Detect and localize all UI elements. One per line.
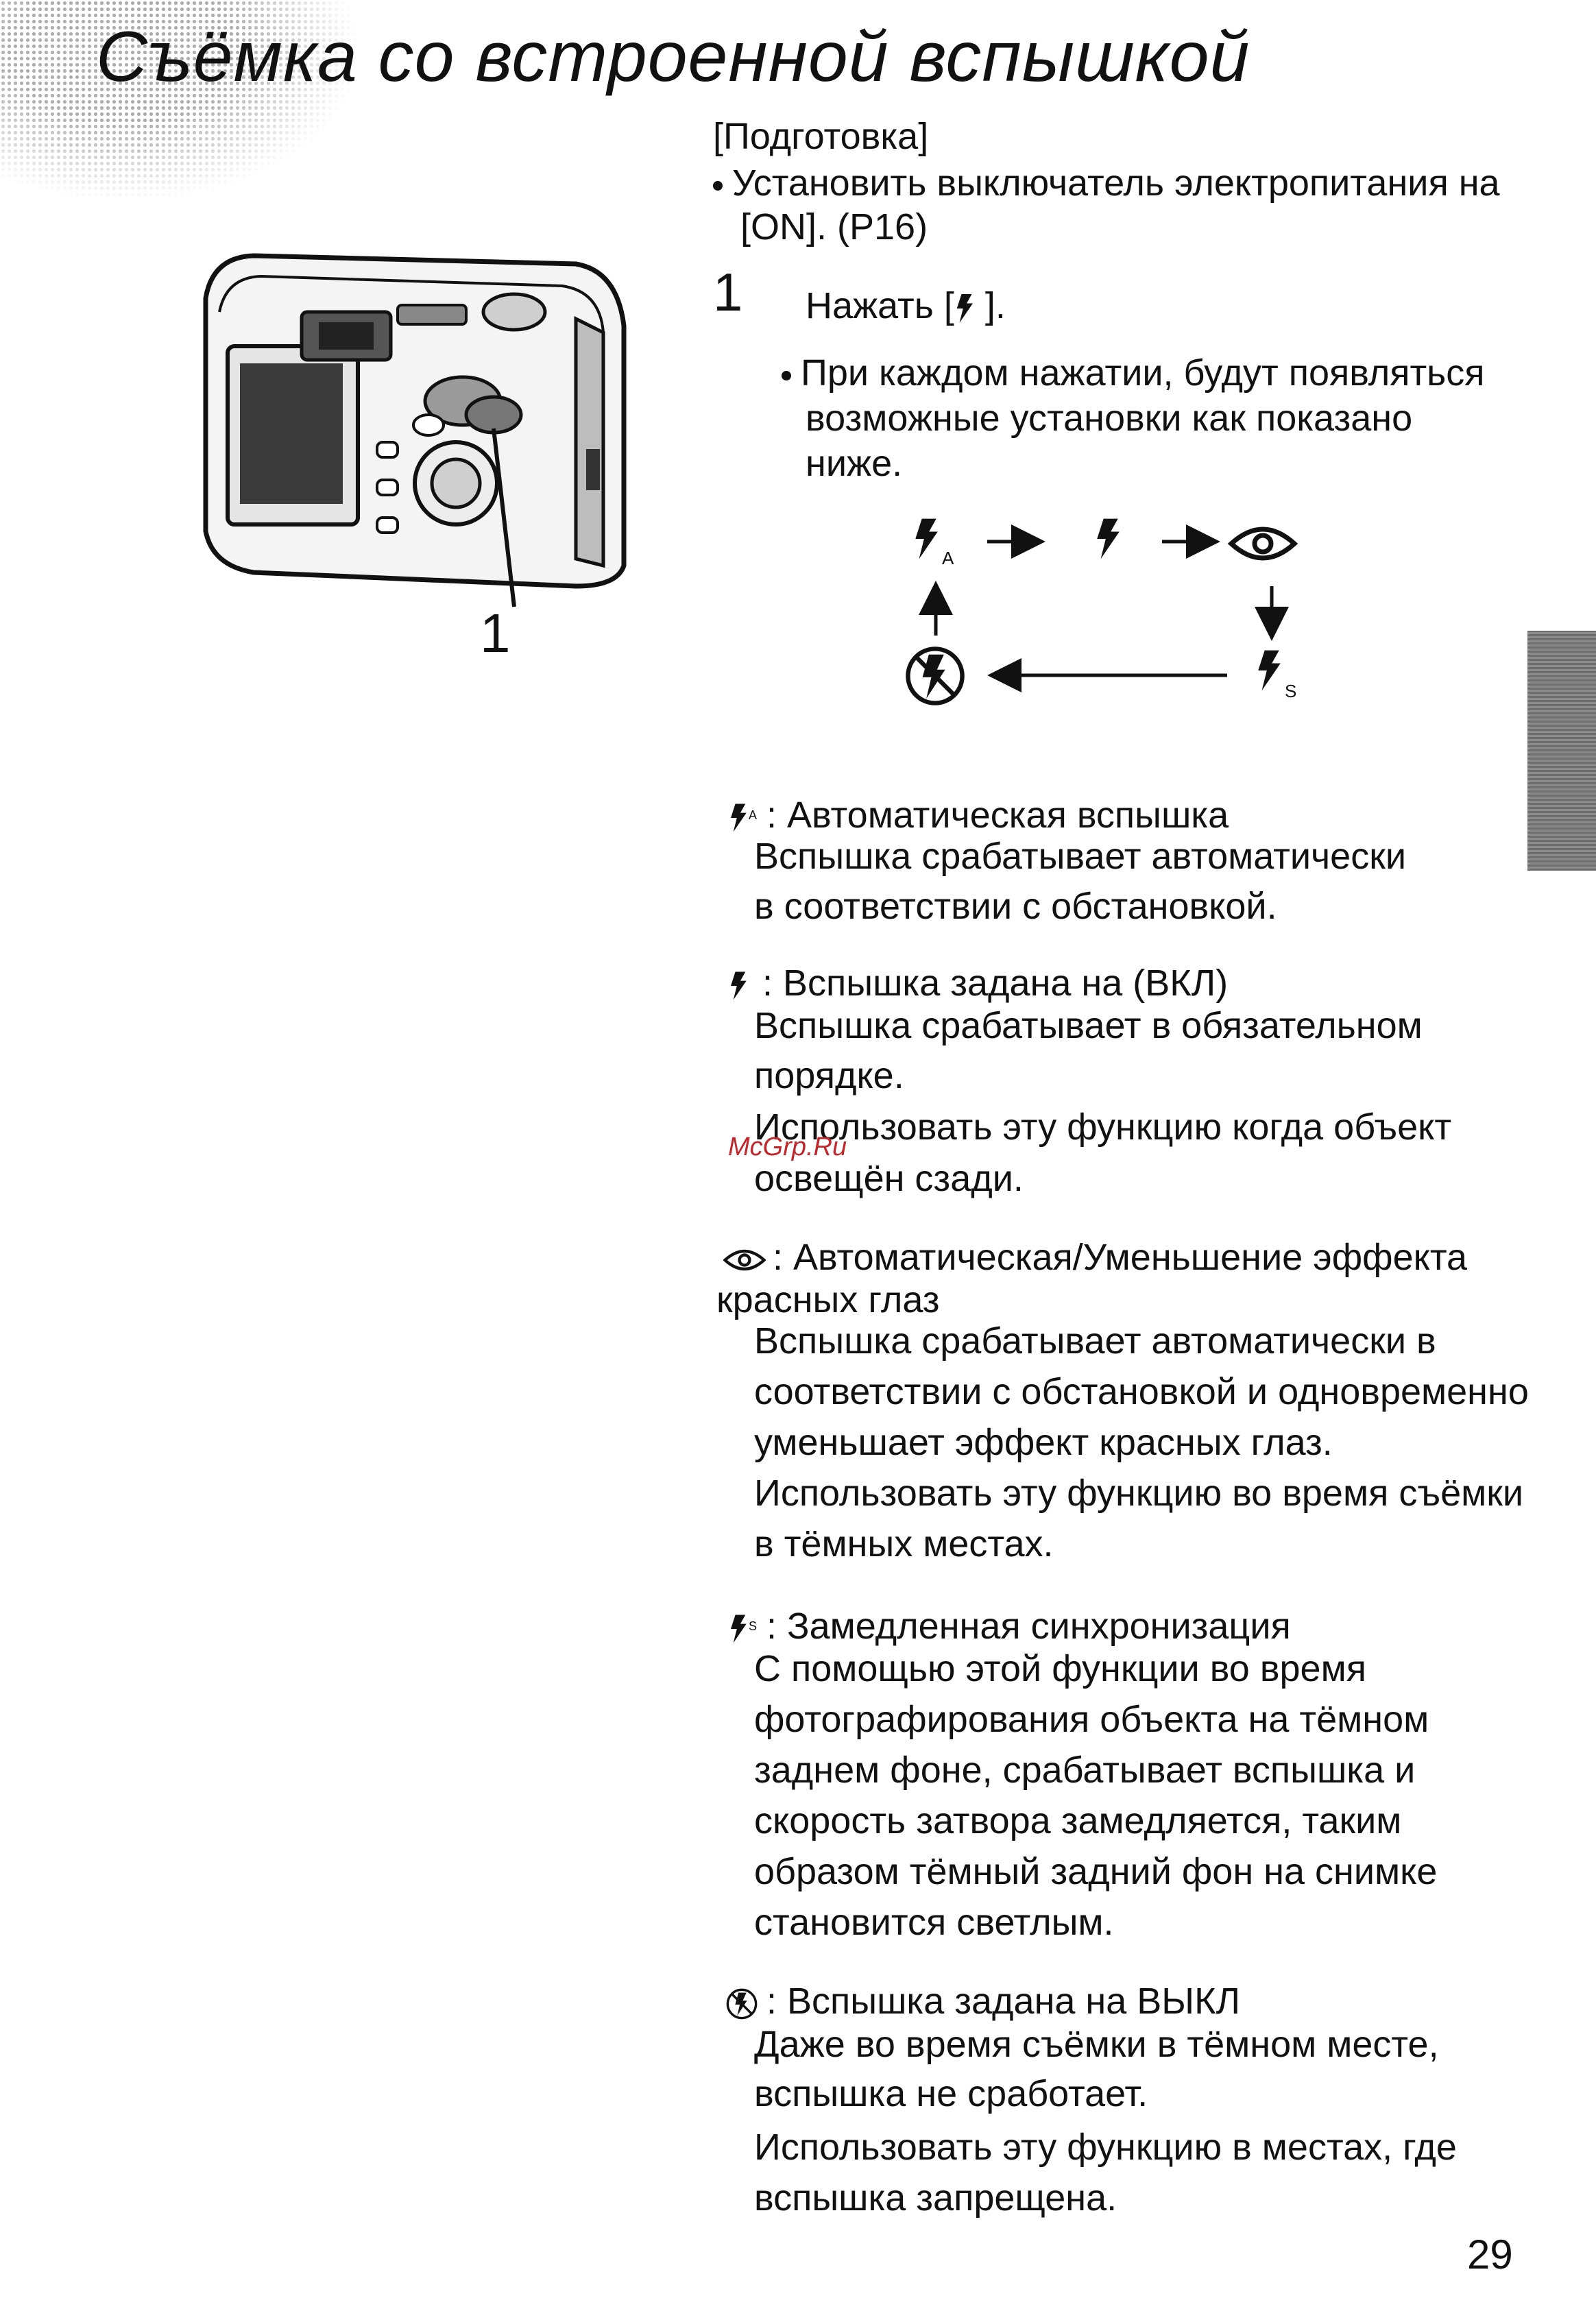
mode-redeye-line-4: Использовать эту функцию во время съёмки bbox=[754, 1473, 1524, 1514]
page-number: 29 bbox=[1467, 2232, 1513, 2277]
step-note: При каждом нажатии, будут появляться bbox=[782, 350, 1485, 396]
mode-slowsync-line-1: С помощью этой функции во время bbox=[754, 1648, 1366, 1689]
mode-on-line-4: освещён сзади. bbox=[754, 1158, 1024, 1199]
mode-slowsync-line-6: становится светлым. bbox=[754, 1902, 1114, 1943]
preparation-bullet-line2: [ON]. (P16) bbox=[740, 206, 928, 247]
mode-on-title-text: : Вспышка задана на (ВКЛ) bbox=[762, 963, 1229, 1004]
slow-sync-subscript: S bbox=[749, 1619, 758, 1633]
flash-off-icon bbox=[725, 1987, 758, 2020]
mode-on-line-3: Использовать эту функцию когда объект bbox=[754, 1107, 1452, 1148]
mode-off-line-2: вспышка не сработает. bbox=[754, 2073, 1148, 2114]
step-instruction-after: ]. bbox=[974, 285, 1006, 326]
page-title: Съёмка со встроенной вспышкой bbox=[96, 17, 1250, 97]
camera-callout-label: 1 bbox=[480, 603, 511, 664]
mode-redeye-line-2: соответствии с обстановкой и одновременн… bbox=[754, 1371, 1529, 1412]
flash-auto-subscript: A bbox=[749, 808, 758, 822]
mode-slowsync-line-5: образом тёмный задний фон на снимке bbox=[754, 1851, 1438, 1892]
bullet-icon bbox=[782, 370, 791, 380]
mode-on-title: : Вспышка задана на (ВКЛ) bbox=[728, 960, 1228, 1006]
slow-sync-icon bbox=[1258, 650, 1281, 691]
mode-redeye-line-1: Вспышка срабатывает автоматически в bbox=[754, 1320, 1436, 1362]
preparation-bullet-line1: Установить выключатель электропитания на bbox=[732, 162, 1500, 204]
step-note-line-1: При каждом нажатии, будут появляться bbox=[801, 352, 1485, 394]
mode-redeye-title: : Автоматическая/Уменьшение эффекта bbox=[723, 1234, 1467, 1281]
preparation-bullet: Установить выключатель электропитания на bbox=[713, 160, 1500, 206]
camera-illustration bbox=[203, 253, 627, 607]
title-halftone-decoration bbox=[0, 0, 356, 199]
step-note-line-2: возможные установки как показано bbox=[806, 398, 1413, 439]
red-eye-icon bbox=[1231, 529, 1294, 558]
step-note-line-3: ниже. bbox=[806, 443, 903, 484]
step-instruction: Нажать [ ]. bbox=[806, 282, 1006, 329]
step-number: 1 bbox=[713, 262, 743, 322]
flash-auto-icon bbox=[915, 518, 938, 559]
red-eye-icon bbox=[723, 1247, 766, 1273]
mode-off-title-text: : Вспышка задана на ВЫКЛ bbox=[766, 1981, 1241, 2022]
slow-sync-icon bbox=[728, 1614, 749, 1644]
mode-redeye-line-5: в тёмных местах. bbox=[754, 1523, 1054, 1564]
mode-auto-title: A : Автоматическая вспышка bbox=[728, 792, 1229, 838]
mode-off-title: : Вспышка задана на ВЫКЛ bbox=[725, 1978, 1240, 2024]
watermark: McGrp.Ru bbox=[728, 1133, 847, 1161]
flash-on-icon bbox=[954, 293, 975, 324]
mode-off-line-1: Даже во время съёмки в тёмном месте, bbox=[754, 2024, 1439, 2065]
mode-on-line-2: порядке. bbox=[754, 1055, 904, 1096]
flash-off-icon bbox=[908, 649, 962, 703]
mode-slowsync-line-3: заднем фоне, срабатывает вспышка и bbox=[754, 1750, 1416, 1791]
step-instruction-before: Нажать [ bbox=[806, 285, 954, 326]
mode-auto-line-2: в соответствии с обстановкой. bbox=[754, 886, 1277, 927]
slow-sync-subscript: S bbox=[1285, 681, 1296, 701]
mode-on-line-1: Вспышка срабатывает в обязательном bbox=[754, 1005, 1423, 1046]
mode-slowsync-line-4: скорость затвора замедляется, таким bbox=[754, 1800, 1402, 1841]
flash-mode-cycle-diagram: A S bbox=[891, 518, 1330, 716]
mode-slowsync-title-text: : Замедленная синхронизация bbox=[766, 1606, 1291, 1647]
bullet-icon bbox=[713, 180, 723, 191]
mode-auto-title-text: : Автоматическая вспышка bbox=[766, 795, 1229, 836]
flash-on-icon bbox=[1097, 518, 1120, 559]
preparation-heading: [Подготовка] bbox=[713, 116, 929, 157]
mode-auto-line-1: Вспышка срабатывает автоматически bbox=[754, 836, 1406, 877]
mode-redeye-title-text: : Автоматическая/Уменьшение эффекта bbox=[773, 1237, 1468, 1278]
mode-off-line-4: вспышка запрещена. bbox=[754, 2177, 1117, 2219]
mode-slowsync-line-2: фотографирования объекта на тёмном bbox=[754, 1699, 1429, 1740]
mode-off-line-3: Использовать эту функцию в местах, где bbox=[754, 2127, 1457, 2168]
flash-auto-icon bbox=[728, 803, 749, 833]
section-tab-marker bbox=[1527, 631, 1596, 871]
flash-auto-subscript: A bbox=[942, 548, 954, 568]
flash-on-icon bbox=[728, 971, 749, 1001]
mode-redeye-title-cont: красных глаз bbox=[716, 1279, 940, 1320]
mode-redeye-line-3: уменьшает эффект красных глаз. bbox=[754, 1422, 1333, 1463]
mode-slowsync-title: S : Замедленная синхронизация bbox=[728, 1603, 1291, 1649]
